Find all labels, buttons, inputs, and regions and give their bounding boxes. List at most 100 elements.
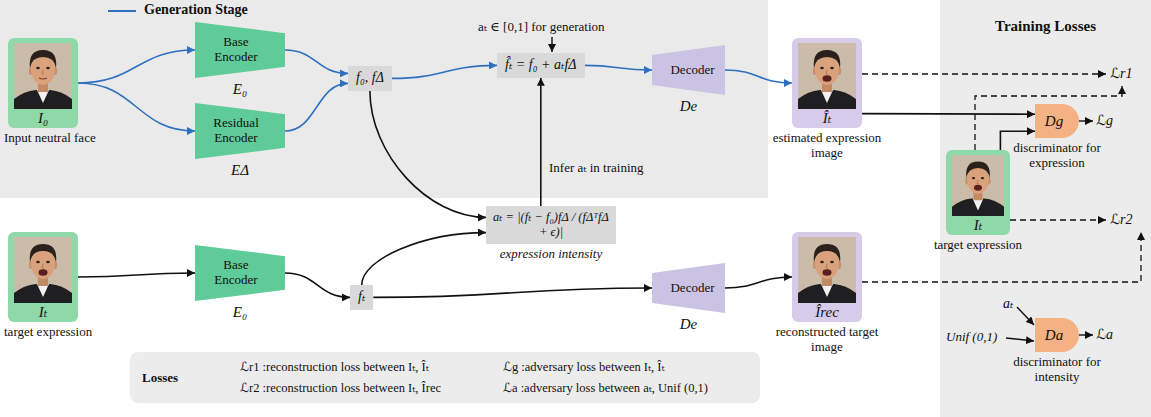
loss-dashed-line bbox=[1010, 219, 1106, 220]
caption: Input neutral face bbox=[4, 131, 96, 146]
connector bbox=[585, 65, 652, 70]
eye bbox=[830, 261, 834, 264]
generation-stage-panel bbox=[0, 0, 768, 198]
caption: estimated expression image bbox=[765, 131, 890, 161]
loss-symbol: ℒr2 bbox=[1110, 211, 1133, 228]
hair bbox=[30, 244, 56, 262]
photo-background bbox=[952, 155, 1004, 216]
discriminator-shape bbox=[1035, 318, 1079, 352]
face-photo bbox=[14, 43, 72, 109]
image-label: Îₜ bbox=[823, 110, 832, 127]
eye bbox=[46, 67, 50, 70]
loss-definition: ℒr2 :reconstruction loss between Iₜ, Îre… bbox=[240, 380, 481, 396]
loss-symbol: ℒg bbox=[1096, 112, 1113, 129]
connector bbox=[370, 91, 486, 218]
decoder-block: DecoderDe bbox=[652, 45, 725, 95]
loss-symbol: ℒa bbox=[1096, 326, 1113, 343]
suit bbox=[798, 284, 856, 303]
feature-box: f̂ₜ = f₀ + aₜfΔ bbox=[497, 53, 585, 78]
disc-label: Dg bbox=[1045, 113, 1069, 130]
connector bbox=[362, 233, 486, 285]
connector bbox=[285, 83, 348, 131]
face-photo bbox=[798, 43, 856, 109]
mouth bbox=[974, 185, 982, 191]
caption: De bbox=[652, 98, 725, 115]
loss-definition: ℒg :adversary loss between Iₜ, Îₜ bbox=[503, 359, 748, 375]
eye bbox=[820, 261, 824, 264]
nose bbox=[826, 70, 828, 74]
suit bbox=[798, 90, 856, 109]
output-image-box: Îₜestimated expression image bbox=[792, 38, 862, 128]
distribution-label: Unif (0,1) bbox=[946, 329, 997, 345]
loss-output-arrow bbox=[1079, 120, 1093, 121]
connector bbox=[725, 70, 792, 83]
nose bbox=[42, 264, 44, 268]
caption: expression intensity bbox=[486, 247, 616, 262]
enc-label: Base Encoder bbox=[204, 258, 276, 288]
loss-output-arrow bbox=[1079, 334, 1093, 335]
eye bbox=[36, 261, 40, 264]
intensity-input-arrow bbox=[551, 37, 552, 52]
image-label: Îrec bbox=[815, 304, 839, 321]
mouth bbox=[823, 269, 832, 275]
face bbox=[815, 55, 839, 85]
connector bbox=[540, 78, 542, 206]
feature-label: f₀, fΔ bbox=[356, 70, 384, 87]
face-photo bbox=[952, 155, 1004, 216]
encoder-trapezoid bbox=[195, 22, 285, 78]
loss-definition: ℒa :adversary loss between aₜ, Unif (0,1… bbox=[503, 380, 748, 396]
enc-label: Base Encoder bbox=[204, 35, 276, 65]
caption: target expression bbox=[923, 238, 1033, 253]
feature-label: f̂ₜ = f₀ + aₜfΔ bbox=[505, 57, 577, 74]
annotation: aₜ ∈ [0,1] for generation bbox=[478, 19, 605, 35]
input-image-box: Iₜtarget expression bbox=[8, 232, 78, 322]
caption: EΔ bbox=[195, 162, 285, 179]
losses-heading: Losses bbox=[142, 370, 218, 386]
nose bbox=[977, 180, 979, 184]
face bbox=[815, 249, 839, 279]
edge-label: Infer aₜ in training bbox=[549, 160, 644, 176]
mouth bbox=[39, 269, 48, 275]
legend-text: Generation Stage bbox=[144, 2, 248, 18]
dec-label: Decoder bbox=[662, 63, 714, 78]
connector bbox=[285, 50, 348, 73]
enc-label: Residual Encoder bbox=[204, 116, 276, 146]
hair bbox=[966, 161, 990, 178]
mouth bbox=[39, 78, 47, 79]
encoder-block: Residual EncoderEΔ bbox=[195, 103, 285, 159]
decoder-trapezoid bbox=[652, 45, 725, 95]
caption: discriminator for expression bbox=[1011, 141, 1103, 171]
hair bbox=[30, 50, 56, 68]
face bbox=[967, 166, 989, 194]
eye bbox=[46, 261, 50, 264]
loss-symbol: ℒr1 bbox=[1110, 65, 1133, 82]
nose bbox=[42, 70, 44, 74]
loss-definition: ℒr1 :reconstruction loss between Iₜ, Îₜ bbox=[240, 359, 481, 375]
eye bbox=[830, 67, 834, 70]
nose bbox=[826, 264, 828, 268]
loss-dashed-line bbox=[862, 232, 1141, 282]
eye bbox=[36, 67, 40, 70]
intensity-symbol: aₜ bbox=[1003, 295, 1013, 312]
discriminator-input-arrow bbox=[1017, 307, 1034, 325]
caption: discriminator for intensity bbox=[1011, 355, 1103, 385]
feature-box: f₀, fΔ bbox=[348, 66, 392, 91]
discriminator-block: Dadiscriminator for intensity bbox=[1035, 318, 1079, 352]
photo-background bbox=[798, 43, 856, 109]
discriminator-block: Dgdiscriminator for expression bbox=[1035, 104, 1079, 138]
loss-dashed-line bbox=[862, 73, 1106, 74]
connector bbox=[373, 288, 652, 297]
connector bbox=[392, 65, 497, 78]
caption: target expression bbox=[4, 325, 92, 340]
face bbox=[31, 55, 55, 85]
image-label: I₀ bbox=[38, 110, 48, 127]
dec-label: Decoder bbox=[662, 281, 714, 296]
caption: E₀ bbox=[195, 81, 285, 98]
eye bbox=[972, 177, 975, 179]
discriminator-input-arrow bbox=[1006, 338, 1034, 341]
losses-box: Losses ℒr1 :reconstruction loss between I… bbox=[130, 352, 760, 403]
decoder-trapezoid bbox=[652, 263, 725, 313]
connector bbox=[725, 277, 792, 288]
suit bbox=[952, 198, 1004, 216]
